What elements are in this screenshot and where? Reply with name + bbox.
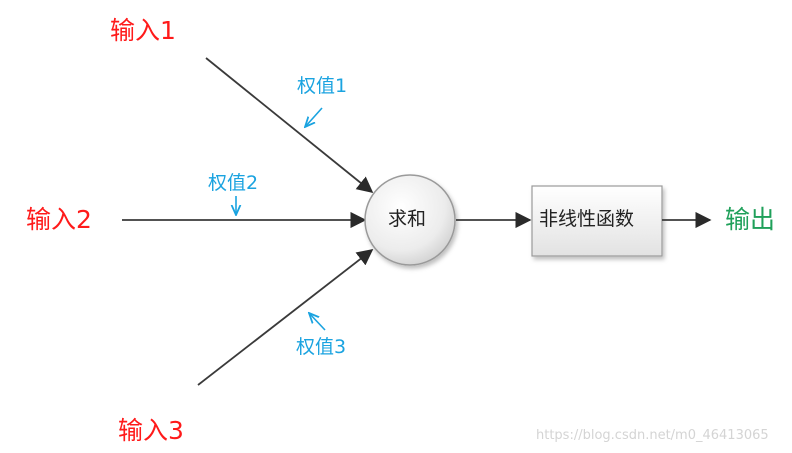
weight3-label: 权值3 [296, 336, 347, 358]
edge-input3-to-sum [197, 249, 374, 386]
sum-node-label: 求和 [388, 208, 427, 230]
input1-label: 输入1 [110, 16, 176, 45]
activation-box [531, 185, 663, 257]
weight1-label: 权值1 [297, 75, 348, 97]
watermark: https://blog.csdn.net/m0_46413065 [536, 428, 769, 443]
activation-box-label: 非线性函数 [539, 208, 635, 230]
weight1-pointer-arrow [305, 107, 323, 127]
output-label: 输出 [725, 205, 776, 234]
weight3-pointer-arrow [309, 313, 326, 331]
sum-node [364, 174, 456, 266]
weight2-label: 权值2 [208, 172, 259, 194]
input2-label: 输入2 [26, 205, 92, 234]
input3-label: 输入3 [118, 416, 184, 445]
edge-input1-to-sum [205, 57, 374, 194]
